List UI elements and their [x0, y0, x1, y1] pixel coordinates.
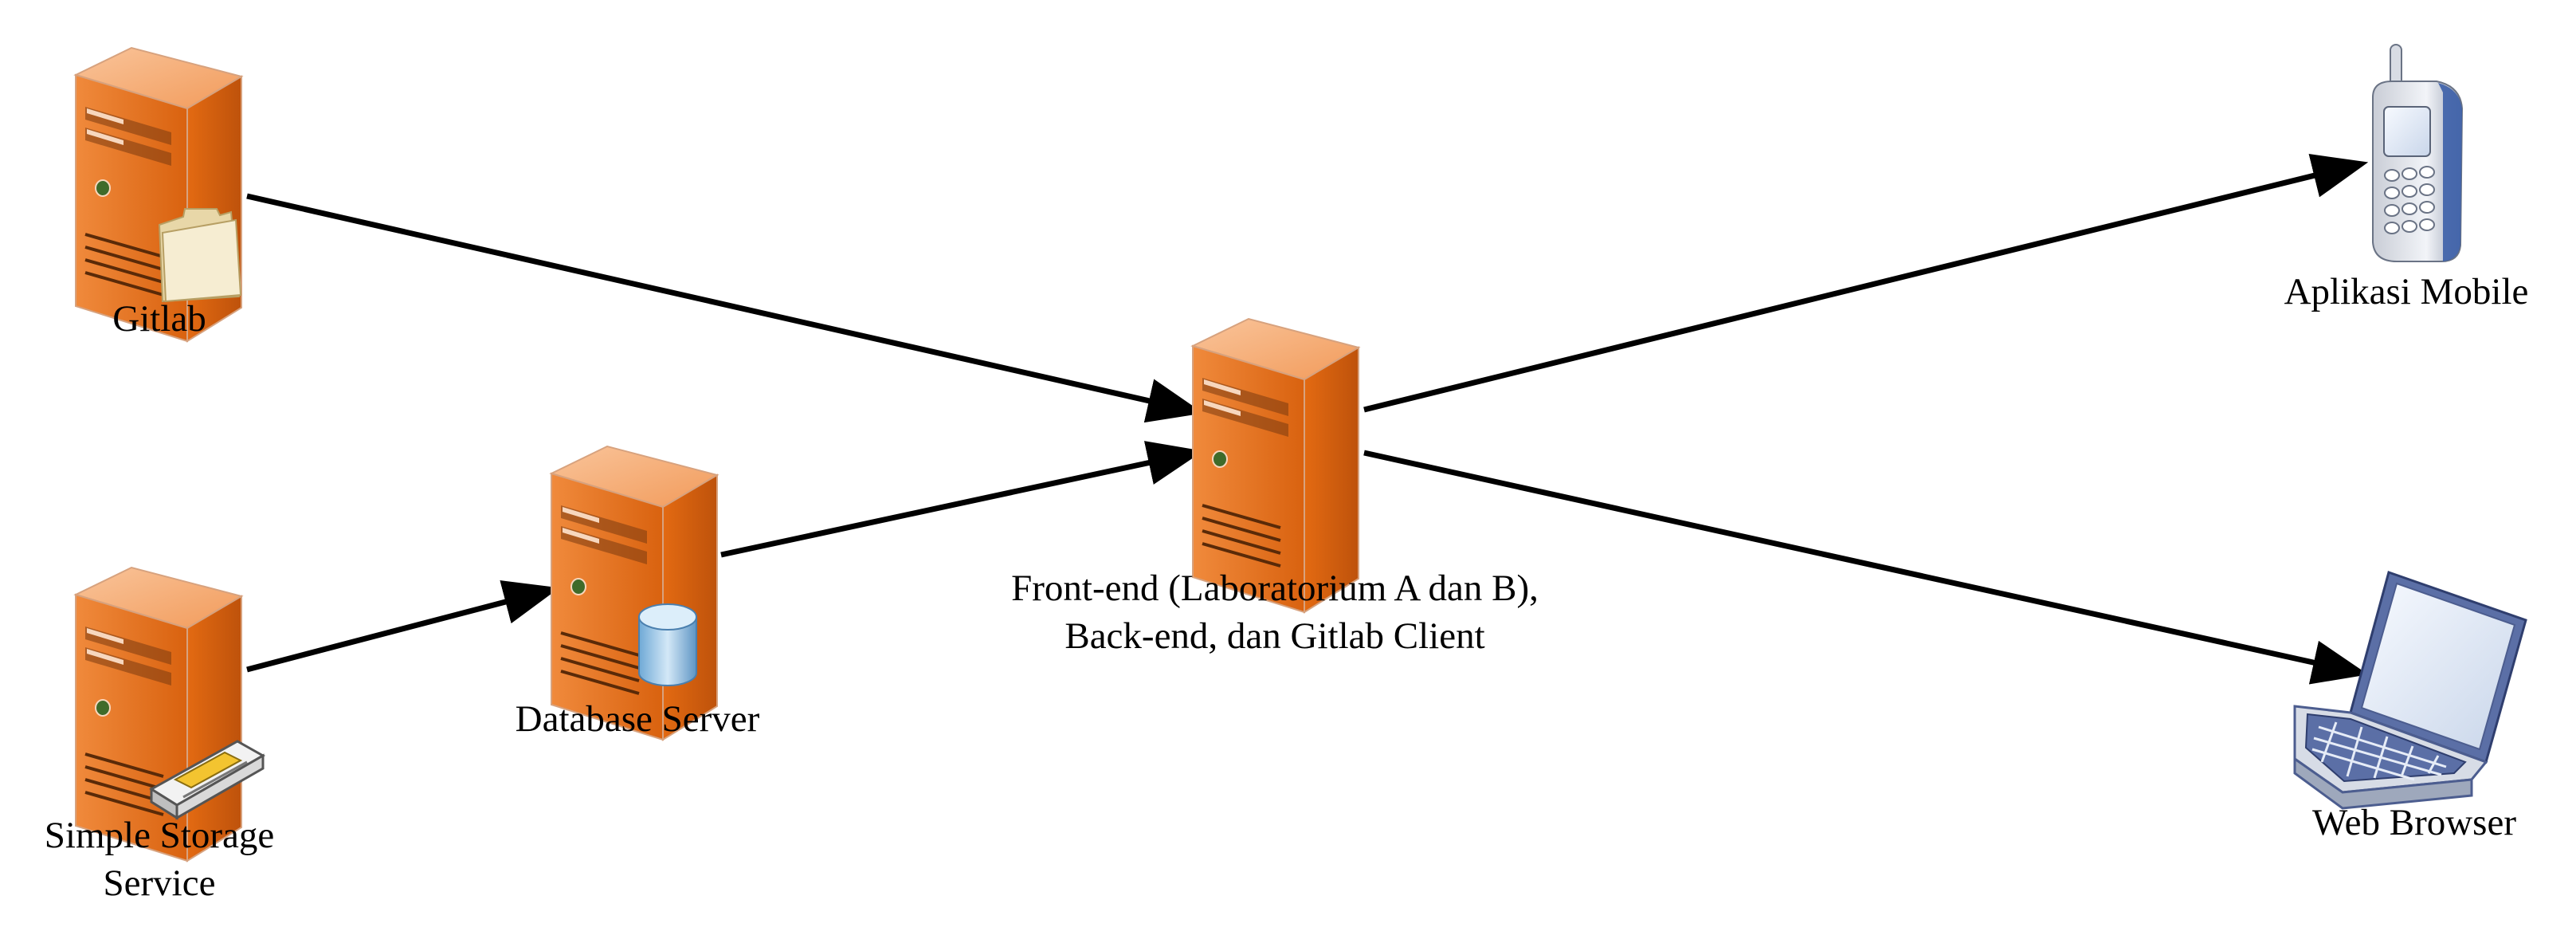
storage-label-line1: Simple Storage [44, 815, 275, 856]
database-cylinder-icon [638, 603, 697, 686]
edge-gitlab-to-frontend [246, 193, 1204, 423]
gitlab-label: Gitlab [112, 298, 206, 340]
edge-frontend-to-browser [1363, 450, 2369, 685]
gitlab-server [74, 46, 243, 343]
storage-server [74, 566, 266, 862]
label-frontend: Front-end (Laboratorium A dan B), Back-e… [916, 564, 1633, 660]
database-label: Database Server [515, 698, 760, 740]
frontend-label-line2: Back-end, dan Gitlab Client [1065, 615, 1485, 657]
mobile-label: Aplikasi Mobile [2284, 271, 2529, 312]
label-browser: Web Browser [2279, 799, 2550, 847]
connections [246, 154, 2369, 685]
folder-icon [158, 208, 242, 303]
mobile-phone-icon [2372, 44, 2464, 262]
storage-drive-icon [149, 740, 266, 820]
storage-label-line2: Service [103, 862, 216, 904]
browser-label: Web Browser [2312, 802, 2516, 843]
edge-frontend-to-mobile [1363, 154, 2369, 413]
edge-storage-to-database [246, 580, 560, 673]
database-server [550, 445, 719, 741]
label-storage: Simple Storage Service [16, 811, 303, 907]
label-mobile: Aplikasi Mobile [2255, 268, 2558, 316]
label-gitlab: Gitlab [80, 295, 239, 343]
label-database: Database Server [478, 695, 797, 743]
frontend-label-line1: Front-end (Laboratorium A dan B), [1011, 568, 1539, 609]
laptop-icon [2293, 571, 2527, 810]
edge-database-to-frontend [720, 441, 1204, 558]
